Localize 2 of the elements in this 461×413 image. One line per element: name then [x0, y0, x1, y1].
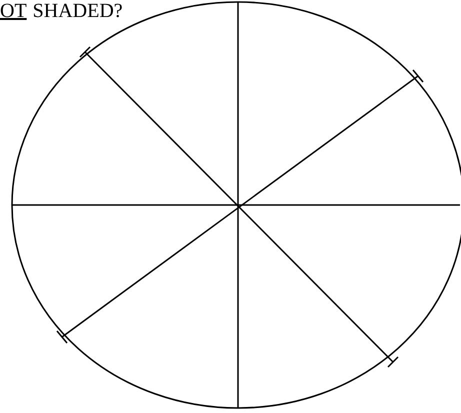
question-text: SHADED? [32, 0, 123, 22]
question-text: OT [0, 0, 27, 22]
